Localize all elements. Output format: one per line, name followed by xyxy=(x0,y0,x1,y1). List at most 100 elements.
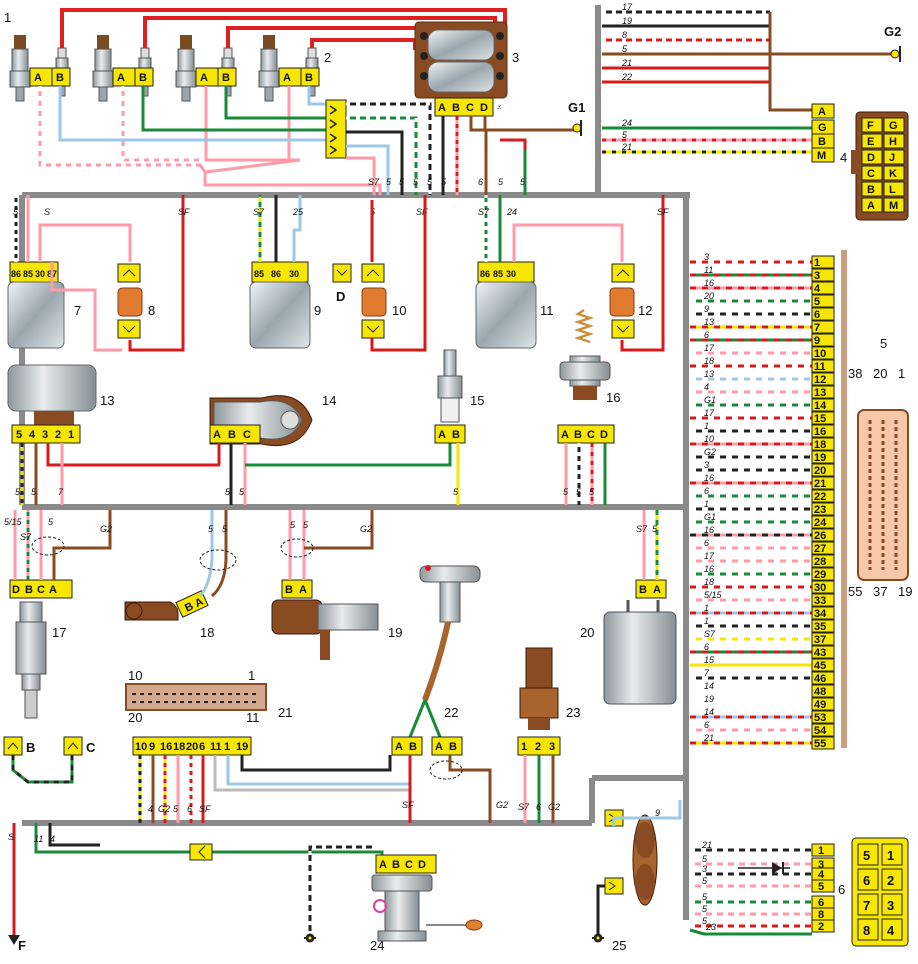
speed-sensor-22: A B A B xyxy=(391,565,481,756)
ecu-pin-row: 10 18 xyxy=(690,434,835,451)
svg-text:5: 5 xyxy=(589,487,595,497)
svg-text:5: 5 xyxy=(399,177,405,187)
ecu-pin-number: 5 xyxy=(814,296,820,308)
temp-sensor-15: A B 5 xyxy=(434,349,466,505)
ecu-wire-label: 10 xyxy=(704,434,714,444)
svg-text:5: 5 xyxy=(173,804,179,814)
conn4-face-pin: K xyxy=(889,168,897,180)
inj3-pin-b: B xyxy=(222,72,230,84)
ecu-pin-number: 16 xyxy=(814,426,826,438)
svg-text:18: 18 xyxy=(173,741,185,753)
svg-text:G: G xyxy=(818,122,827,134)
svg-text:85: 85 xyxy=(254,269,264,279)
conn6-wire-label: 5 xyxy=(702,904,708,914)
svg-text:1: 1 xyxy=(521,741,527,753)
svg-text:C: C xyxy=(37,584,45,596)
ecu-wire-label: 7 xyxy=(704,668,710,678)
ecu-pin-number: 18 xyxy=(814,439,826,451)
svg-text:30: 30 xyxy=(289,269,299,279)
svg-text:3: 3 xyxy=(42,429,48,441)
fuel-pump-24: A B C D xyxy=(371,854,483,942)
ecu-wire-label: 17 xyxy=(704,408,715,418)
ecu-wire-label: 16 xyxy=(704,278,714,288)
svg-text:A: A xyxy=(561,429,569,441)
sensor23-labels: S7 6 G2 xyxy=(518,802,560,812)
purge-labels: S7 5 xyxy=(636,524,658,534)
ecu-pin-number: 48 xyxy=(814,686,826,698)
svg-text:D: D xyxy=(336,289,345,304)
relay-9: 85 86 30 xyxy=(249,261,311,349)
mod3-pin-b: B xyxy=(452,102,460,114)
svg-text:5: 5 xyxy=(31,487,37,497)
ecu-wire-label: S7 xyxy=(704,629,716,639)
ecu-pin-number: 24 xyxy=(814,517,827,529)
ecu-wire-label: 13 xyxy=(704,369,714,379)
connector-inline xyxy=(189,843,213,861)
conn6-wire-label: 5 xyxy=(702,916,708,926)
pump-ground xyxy=(304,845,376,943)
svg-text:6: 6 xyxy=(536,802,541,812)
ecu-face-37: 37 xyxy=(873,584,887,599)
svg-text:12: 12 xyxy=(638,303,652,318)
conn6-wire-label: 3 xyxy=(702,864,707,874)
sensor23-wires xyxy=(523,755,555,823)
idle-valve-16: A B C D xyxy=(557,308,615,444)
svg-text:9: 9 xyxy=(149,741,155,753)
svg-text:B: B xyxy=(452,429,460,441)
conn6-pin: 6 xyxy=(818,897,824,909)
svg-text:15: 15 xyxy=(470,393,484,408)
svg-text:16: 16 xyxy=(160,741,172,753)
svg-text:19: 19 xyxy=(236,741,248,753)
ignition-module: A B C D ⩡ xyxy=(414,21,508,117)
svg-text:24: 24 xyxy=(370,938,384,953)
conn6-face-pin: 2 xyxy=(887,873,894,888)
svg-text:G2: G2 xyxy=(100,524,112,534)
svg-text:23: 23 xyxy=(566,705,580,720)
relay11-wires xyxy=(484,195,665,352)
ecu-wire-label: 1 xyxy=(704,421,709,431)
svg-text:5: 5 xyxy=(498,177,504,187)
svg-text:5: 5 xyxy=(15,487,21,497)
ecu-pin-number: 45 xyxy=(814,660,826,672)
svg-text:S: S xyxy=(44,207,50,217)
iac-wires xyxy=(564,443,607,505)
ecu-pin-number: 6 xyxy=(814,309,820,321)
svg-text:5: 5 xyxy=(441,177,447,187)
diag-labels: 4 G2 5 6 SF xyxy=(148,804,211,814)
marker-b: B xyxy=(3,736,35,756)
maf-labels: 5 5 7 xyxy=(15,487,64,497)
svg-text:C: C xyxy=(86,740,96,755)
inj1-pin-b: B xyxy=(56,72,64,84)
svg-text:19: 19 xyxy=(388,625,402,640)
svg-text:7: 7 xyxy=(74,303,81,318)
ecu-wire-label: 1 xyxy=(704,603,709,613)
svg-text:5: 5 xyxy=(622,44,628,54)
svg-text:5: 5 xyxy=(413,177,419,187)
top-right-labels: 17 19 8 5 21 22 24 5 21 xyxy=(621,2,633,152)
svg-text:22: 22 xyxy=(621,72,632,82)
canister-purge-20: B A xyxy=(603,579,677,705)
svg-text:5: 5 xyxy=(290,520,296,530)
knock-wires xyxy=(198,510,237,598)
svg-text:1: 1 xyxy=(248,668,255,683)
ecu-pin-number: 3 xyxy=(814,270,820,282)
svg-text:S7: S7 xyxy=(20,532,32,542)
svg-text:SF: SF xyxy=(416,207,428,217)
svg-text:3: 3 xyxy=(512,50,519,65)
ecu-pin-number: 55 xyxy=(814,738,826,750)
ecu-wire-label: 18 xyxy=(704,577,714,587)
svg-text:4: 4 xyxy=(29,429,36,441)
ecu-wire-label: 6 xyxy=(704,720,709,730)
conn6-pin: 1 xyxy=(818,845,824,857)
